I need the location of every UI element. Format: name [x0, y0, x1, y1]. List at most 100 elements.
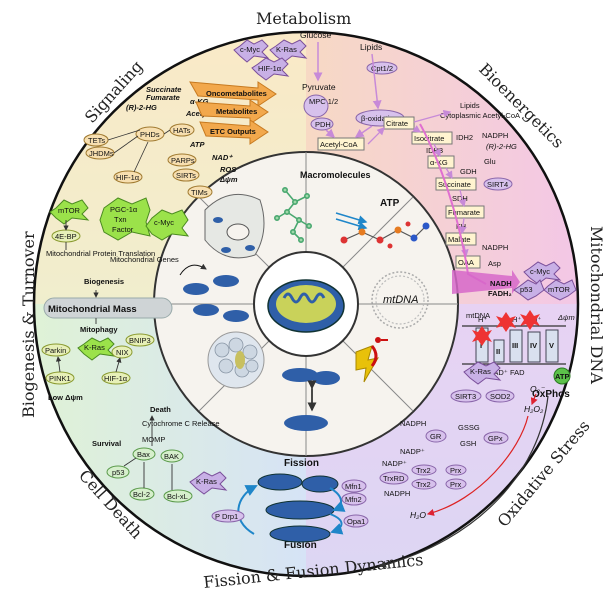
svg-text:NADPH: NADPH — [384, 489, 410, 498]
svg-text:O₂⁻: O₂⁻ — [530, 384, 546, 394]
svg-text:H₂O₂: H₂O₂ — [524, 404, 544, 414]
svg-text:Prx: Prx — [450, 466, 462, 475]
svg-text:NADP⁺: NADP⁺ — [382, 459, 407, 468]
mtor-star-biogen: mTOR — [49, 199, 90, 225]
cell-mini-panel — [204, 193, 265, 259]
atp-label: ATP — [380, 198, 400, 209]
oxphos-label: OxPhos — [532, 389, 570, 400]
svg-text:HATs: HATs — [173, 126, 191, 135]
mfn1-node — [341, 479, 367, 493]
svg-text:GSH: GSH — [460, 439, 476, 448]
svg-text:V: V — [549, 341, 554, 350]
glucose-label: Glucose — [300, 30, 331, 40]
svg-text:I: I — [480, 341, 482, 350]
svg-text:Opa1: Opa1 — [347, 517, 365, 526]
svg-text:TIMs: TIMs — [191, 188, 208, 197]
cell-death-region: Death Cytochrome C Release MOMP Bax BAK … — [92, 405, 220, 503]
svg-text:H⁺: H⁺ — [478, 315, 487, 324]
svg-text:Mitochondrial Mass: Mitochondrial Mass — [48, 304, 137, 315]
svg-text:Δψm: Δψm — [219, 175, 238, 184]
fusion-label: Fusion — [284, 540, 317, 551]
sector-metabolism: Metabolism — [256, 9, 351, 28]
svg-text:Fumarate: Fumarate — [448, 208, 480, 217]
mtor-star-mtdna: mTOR — [543, 279, 577, 301]
svg-text:Δψm: Δψm — [557, 313, 575, 322]
svg-text:Cpt1/2: Cpt1/2 — [371, 64, 393, 73]
svg-text:K-Ras: K-Ras — [84, 343, 105, 352]
cmyc-star-metab: c-Myc — [233, 39, 270, 63]
svg-text:Cytochrome C Release: Cytochrome C Release — [142, 419, 220, 428]
svg-text:ATP: ATP — [555, 372, 569, 381]
svg-text:PINK1: PINK1 — [49, 374, 71, 383]
parps-node — [167, 153, 197, 167]
svg-text:NAD⁺: NAD⁺ — [212, 153, 233, 162]
p53-star-mtdna: p53 — [513, 279, 545, 301]
atp-synth-circle — [553, 367, 571, 385]
trx2-node-b — [411, 478, 437, 490]
svg-text:Succinate: Succinate — [438, 180, 471, 189]
bax-node — [132, 447, 156, 461]
bnip3-node — [125, 333, 155, 347]
pdh-node — [310, 117, 334, 131]
svg-text:Mitophagy: Mitophagy — [80, 325, 118, 334]
svg-text:Asp: Asp — [488, 259, 501, 268]
svg-text:SOD2: SOD2 — [490, 392, 510, 401]
opa1-node — [343, 514, 369, 528]
oxidative-region: GR GSSG GSH GPx NADPH NADP⁺ NADP⁺ TrxRD … — [378, 395, 549, 568]
parkin-node — [41, 343, 71, 357]
svg-text:Bax: Bax — [137, 450, 150, 459]
atp-panel: ATP — [335, 198, 430, 249]
macromolecules-label: Macromolecules — [300, 170, 371, 180]
svg-text:Glu: Glu — [484, 157, 496, 166]
svg-text:MOMP: MOMP — [142, 435, 165, 444]
svg-text:β-oxidation: β-oxidation — [361, 114, 398, 123]
svg-text:TETs: TETs — [88, 136, 105, 145]
bcl2-node — [129, 487, 155, 501]
svg-text:Biogenesis: Biogenesis — [84, 277, 124, 286]
sirts-node — [172, 168, 200, 182]
trxrd-node — [379, 471, 409, 485]
svg-text:FADH₂: FADH₂ — [488, 289, 512, 298]
svg-text:Malate: Malate — [448, 235, 471, 244]
svg-text:mtDNA: mtDNA — [466, 311, 490, 320]
bioenergetics-region: Lipids Cytoplasmic Acetyl-CoA Citrate Is… — [367, 101, 520, 298]
svg-text:PHDs: PHDs — [140, 130, 160, 139]
sirt4-node — [483, 177, 513, 191]
svg-text:PGC-1α: PGC-1α — [110, 205, 138, 214]
biogenesis-mini-panel — [179, 263, 249, 322]
prx-node-b — [445, 478, 467, 490]
svg-text:(R)-2-HG: (R)-2-HG — [486, 142, 517, 151]
svg-text:SDH: SDH — [452, 194, 468, 203]
outer-circle — [32, 30, 580, 578]
svg-text:GSSG: GSSG — [458, 423, 480, 432]
svg-text:Mfn2: Mfn2 — [345, 495, 362, 504]
signaling-arrows: Oncometabolites Metabolites ETC Outputs — [189, 81, 277, 145]
svg-text:BAK: BAK — [164, 452, 179, 461]
prx-node-a — [445, 464, 467, 476]
macromolecules-panel: Macromolecules — [273, 170, 371, 244]
svg-text:NADPH: NADPH — [400, 419, 426, 428]
svg-text:ATP: ATP — [189, 140, 205, 149]
svg-text:III: III — [512, 341, 518, 350]
bak-node — [160, 449, 184, 463]
mpc-node — [303, 94, 329, 118]
oxphos-region: c-Myc p53 mTOR mtDNA Δψm I II III IV V H… — [450, 261, 577, 414]
sirt3-node — [450, 389, 482, 403]
svg-text:ROS: ROS — [220, 165, 236, 174]
hif-node-signaling — [113, 170, 143, 184]
svg-text:NADPH: NADPH — [482, 131, 508, 140]
tims-node — [187, 185, 213, 199]
svg-text:H⁺: H⁺ — [532, 315, 541, 324]
svg-text:SIRT4: SIRT4 — [487, 180, 508, 189]
metabolism-region: c-Myc K-Ras HIF-1α Glucose Lipids Pyruva… — [233, 30, 405, 151]
kras-star-oxphos: K-Ras — [463, 361, 502, 385]
lipids-label: Lipids — [360, 42, 382, 52]
svg-text:NADPH: NADPH — [482, 243, 508, 252]
svg-text:Bcl-xL: Bcl-xL — [167, 492, 188, 501]
nix-node — [111, 345, 133, 359]
svg-text:α-KG: α-KG — [190, 97, 209, 106]
svg-text:mTOR: mTOR — [58, 206, 81, 215]
mito-mass-pill — [43, 297, 173, 319]
svg-text:MPC 1/2: MPC 1/2 — [309, 97, 338, 106]
